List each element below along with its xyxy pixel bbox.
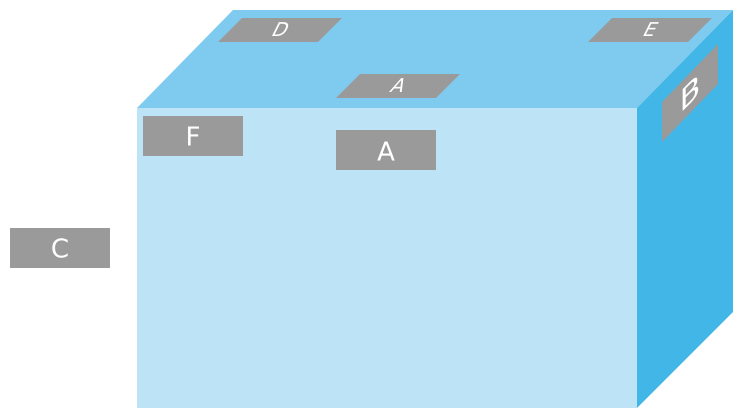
front-label-f: F	[143, 116, 243, 156]
front-label-a: A	[336, 130, 436, 170]
top-label-e: E	[588, 18, 712, 42]
box-right-face	[637, 10, 733, 408]
front-label-f-text: F	[186, 123, 201, 153]
side-label-b: B	[662, 44, 718, 142]
front-label-a-text: A	[377, 138, 395, 168]
top-label-a: A	[336, 74, 460, 98]
outside-label-c-text: C	[51, 235, 69, 265]
top-label-d: D	[218, 18, 342, 42]
outside-label-c: C	[10, 228, 110, 268]
